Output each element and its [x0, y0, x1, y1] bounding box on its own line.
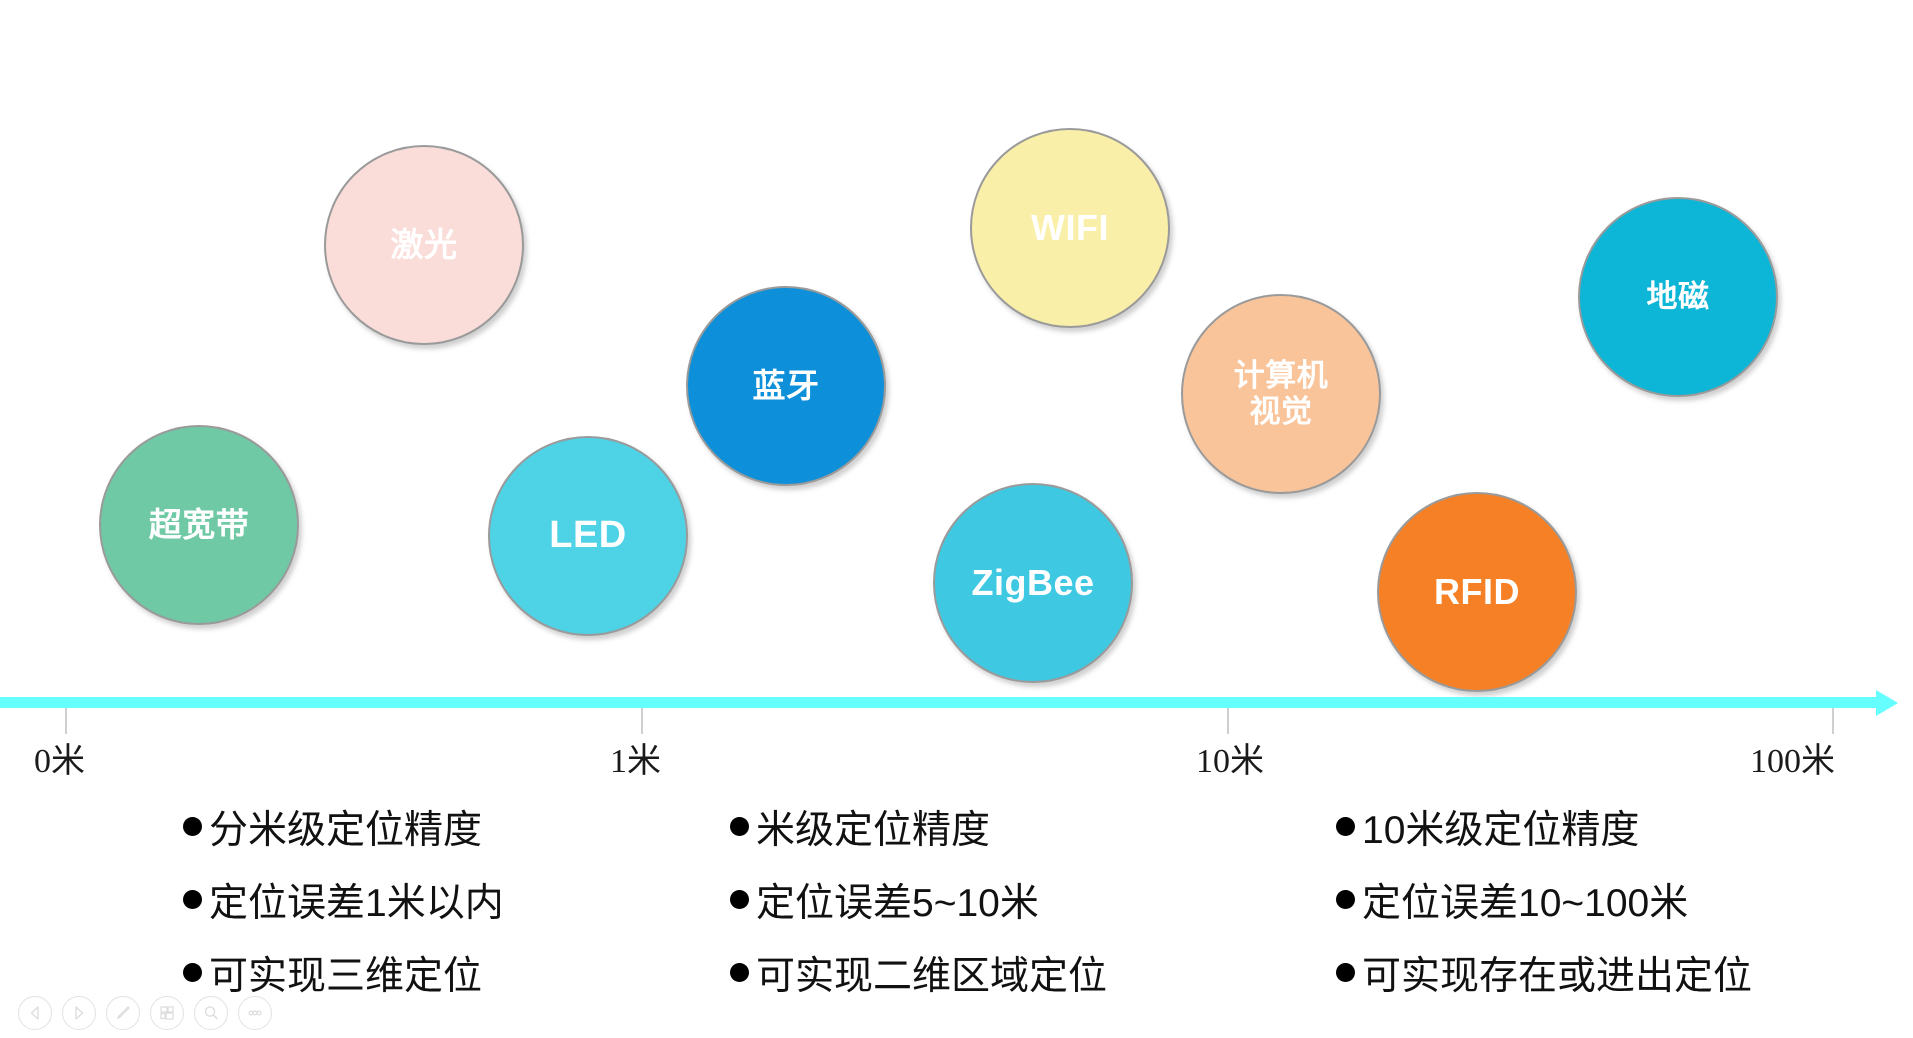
bullet-columns: 分米级定位精度定位误差1米以内可实现三维定位 米级定位精度定位误差5~10米可实现… [0, 790, 1913, 998]
bullet-text: 分米级定位精度 [209, 808, 483, 852]
magnifier-icon[interactable] [194, 996, 228, 1030]
slides-icon[interactable] [150, 996, 184, 1030]
bubble-label: WIFI [1031, 207, 1109, 249]
bullet-column-2: 米级定位精度定位误差5~10米可实现二维区域定位 [730, 790, 1107, 1009]
more-icon[interactable] [238, 996, 272, 1030]
bubble-label: 超宽带 [148, 506, 250, 544]
bullet-item: 分米级定位精度 [183, 790, 504, 863]
bullet-item: 定位误差5~10米 [730, 863, 1107, 936]
bullet-dot-icon [183, 963, 202, 982]
bullet-item: 10米级定位精度 [1336, 790, 1752, 863]
bubble-label: 蓝牙 [752, 367, 820, 405]
bubble-4: 蓝牙 [686, 286, 886, 486]
bullet-text: 米级定位精度 [756, 808, 991, 852]
pen-icon[interactable] [106, 996, 140, 1030]
bullet-item: 可实现存在或进出定位 [1336, 936, 1752, 1009]
bullet-column-1: 分米级定位精度定位误差1米以内可实现三维定位 [183, 790, 504, 1009]
bullet-item: 可实现二维区域定位 [730, 936, 1107, 1009]
bullet-dot-icon [183, 890, 202, 909]
bubble-label: RFID [1434, 571, 1520, 613]
bubble-3: LED [488, 436, 688, 636]
bubble-6: WIFI [970, 128, 1170, 328]
bullet-text: 可实现存在或进出定位 [1362, 954, 1753, 998]
presentation-toolbar[interactable] [18, 996, 272, 1030]
bubble-9: 地磁 [1578, 197, 1778, 397]
bullet-text: 定位误差5~10米 [756, 881, 1039, 925]
bullet-dot-icon [1336, 890, 1355, 909]
bubble-label: 地磁 [1646, 279, 1710, 315]
bullet-column-3: 10米级定位精度定位误差10~100米可实现存在或进出定位 [1336, 790, 1752, 1009]
bullet-dot-icon [730, 817, 749, 836]
bullet-dot-icon [730, 890, 749, 909]
bullet-dot-icon [1336, 817, 1355, 836]
bullet-item: 定位误差1米以内 [183, 863, 504, 936]
bubble-1: 超宽带 [99, 425, 299, 625]
bubble-7: 计算机 视觉 [1181, 294, 1381, 494]
bullet-text: 10米级定位精度 [1362, 808, 1640, 852]
bubble-label: 计算机 视觉 [1233, 358, 1329, 429]
bullet-text: 可实现三维定位 [209, 954, 483, 998]
bubble-5: ZigBee [933, 483, 1133, 683]
bullet-item: 定位误差10~100米 [1336, 863, 1752, 936]
bullet-dot-icon [1336, 963, 1355, 982]
bullet-item: 米级定位精度 [730, 790, 1107, 863]
bubble-label: ZigBee [971, 562, 1095, 604]
next-icon[interactable] [62, 996, 96, 1030]
bullet-text: 定位误差10~100米 [1362, 881, 1689, 925]
bullet-text: 定位误差1米以内 [209, 881, 504, 925]
bubble-label: 激光 [390, 226, 458, 264]
bubble-label: LED [549, 514, 627, 557]
previous-icon[interactable] [18, 996, 52, 1030]
bullet-dot-icon [730, 963, 749, 982]
bullet-text: 可实现二维区域定位 [756, 954, 1108, 998]
bubble-2: 激光 [324, 145, 524, 345]
bullet-dot-icon [183, 817, 202, 836]
bubble-8: RFID [1377, 492, 1577, 692]
bullet-item: 可实现三维定位 [183, 936, 504, 1009]
